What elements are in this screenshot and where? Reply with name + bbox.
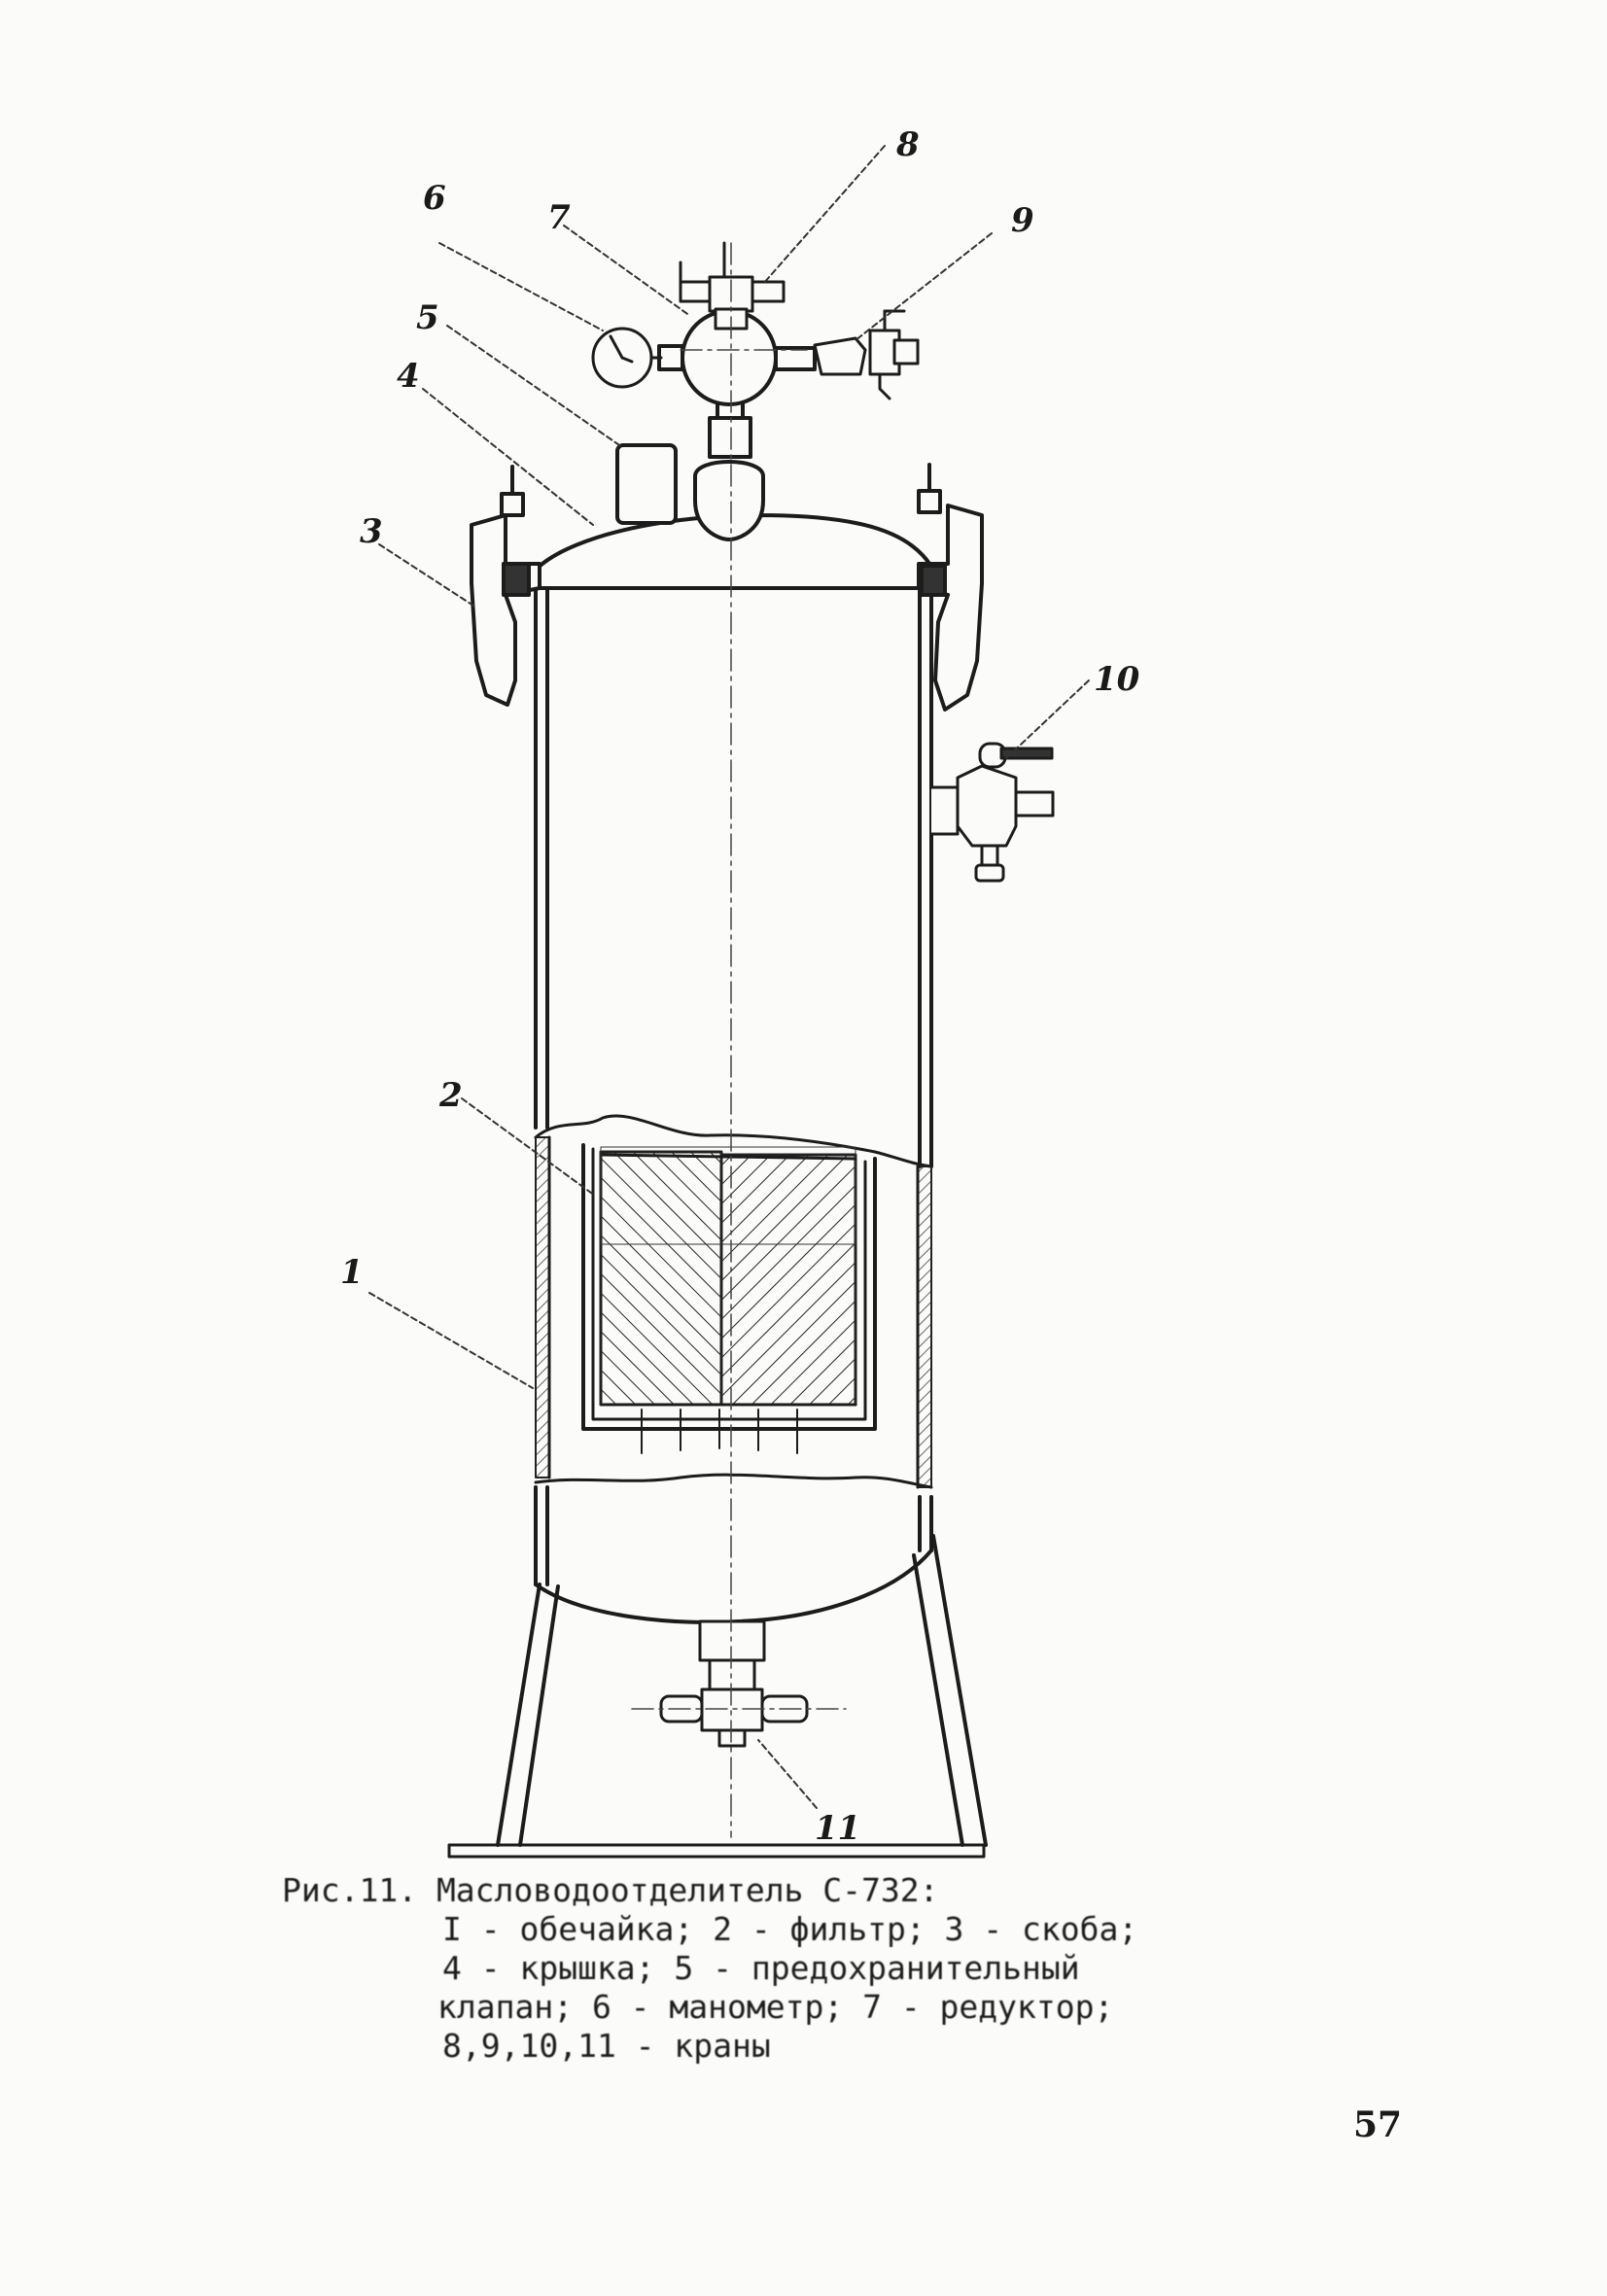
pressure-gauge (591, 327, 663, 389)
filter-cartridge (581, 1143, 877, 1454)
caption-line: I - обечайка; 2 - фильтр; 3 - скоба; (442, 1910, 1138, 1948)
reducer-assembly (657, 309, 817, 541)
page-number: 57 (1353, 2105, 1403, 2145)
shell-lower (534, 1485, 933, 1586)
callout-1: 1 (340, 1253, 364, 1292)
callout-6: 6 (423, 179, 446, 218)
callout-2: 2 (438, 1076, 463, 1115)
drain-valve-11 (659, 1619, 809, 1748)
figure-caption: Рис.11. Масловодоотделитель С-732: I - о… (282, 1871, 1254, 2066)
clamp-left (470, 465, 541, 707)
leader-lines (368, 145, 1090, 1809)
caption-line: 4 - крышка; 5 - предохранительный (442, 1949, 1080, 1987)
callout-5: 5 (416, 298, 439, 337)
callouts: 1 2 3 4 5 6 7 8 9 10 11 (340, 125, 1140, 1848)
centerlines (631, 242, 847, 1838)
bottom-head (534, 1548, 933, 1624)
callout-4: 4 (397, 357, 420, 396)
clamp-right (917, 463, 984, 712)
caption-title: Рис.11. Масловодоотделитель С-732: (282, 1871, 939, 1909)
cover (523, 513, 943, 590)
callout-7: 7 (547, 198, 571, 237)
stand-legs (496, 1534, 988, 1847)
break-line-lower (534, 1473, 933, 1489)
valve-9 (813, 309, 920, 400)
caption-line: клапан; 6 - манометр; 7 - редуктор; (437, 1988, 1114, 2026)
valve-8 (679, 241, 786, 330)
callout-10: 10 (1094, 660, 1140, 699)
caption-line: 8,9,10,11 - краны (442, 2027, 771, 2065)
break-line-upper (534, 1114, 933, 1168)
callout-9: 9 (1011, 201, 1034, 240)
callout-3: 3 (360, 512, 383, 551)
valve-10 (929, 742, 1055, 883)
safety-valve (615, 443, 678, 525)
callout-11: 11 (815, 1809, 860, 1848)
shell-section-hatched (535, 1135, 932, 1489)
callout-8: 8 (895, 125, 920, 164)
base-plate (447, 1843, 986, 1859)
shell-upper (534, 586, 933, 1168)
